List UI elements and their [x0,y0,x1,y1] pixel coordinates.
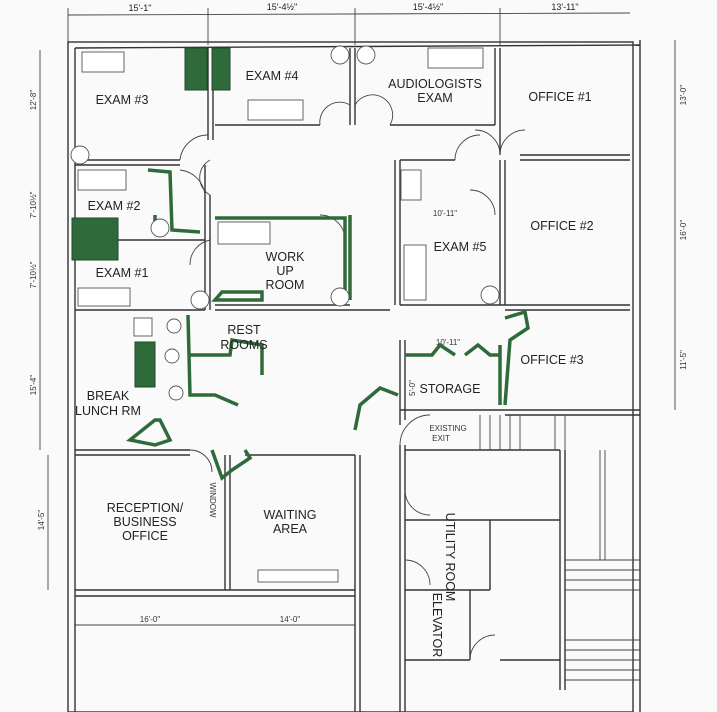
label-work-3: ROOM [266,278,305,292]
label-exam-3: EXAM #3 [96,93,149,107]
label-reception-2: BUSINESS [113,515,176,529]
label-storage: STORAGE [420,382,481,396]
room-labels: EXAM #3 EXAM #4 AUDIOLOGISTS EXAM OFFICE… [75,69,594,657]
dimension-labels: 15'-1" 15'-4½" 15'-4½" 13'-11" 12'-8" 7'… [29,2,688,624]
dim-bottom-2: 14'-0" [280,615,301,624]
dim-left-2: 7'-10½" [29,191,38,218]
label-exit-2: EXIT [432,434,450,443]
label-restrooms-2: ROOMS [220,338,267,352]
label-work-2: UP [276,264,293,278]
dim-left-4: 15'-4" [29,375,38,396]
label-exit-1: EXISTING [429,424,466,433]
label-office-3: OFFICE #3 [520,353,583,367]
dim-left-1: 12'-8" [29,90,38,111]
dim-top-4: 13'-11" [551,2,578,12]
label-exam-4: EXAM #4 [246,69,299,83]
label-audiologists-2: EXAM [417,91,452,105]
label-window: WINDOW [208,482,217,518]
label-restrooms-1: REST [227,323,261,337]
dim-right-3: 11'-5" [679,350,688,370]
exterior-walls [67,40,641,712]
label-office-1: OFFICE #1 [528,90,591,104]
dim-top-2: 15'-4½" [267,2,297,12]
label-waiting-1: WAITING [263,508,316,522]
label-audiologists-1: AUDIOLOGISTS [388,77,482,91]
label-break-2: LUNCH RM [75,404,141,418]
label-reception-3: OFFICE [122,529,168,543]
dim-right-2: 16'-0" [679,220,688,241]
interior-walls [75,48,640,712]
stairs [479,415,640,681]
dim-top-1: 15'-1" [129,3,152,13]
dimension-lines [39,8,676,626]
label-work-1: WORK [266,250,306,264]
label-exam-1: EXAM #1 [96,266,149,280]
fixtures [70,45,500,583]
label-exam-2: EXAM #2 [88,199,141,213]
doors[interactable] [179,94,526,661]
dim-bottom-1: 16'-0" [140,615,161,624]
dim-storage-depth: 5'-0" [408,380,417,396]
new-construction-walls [71,47,530,481]
label-office-2: OFFICE #2 [530,219,593,233]
label-utility-room: UTILITY ROOM [443,513,457,602]
dim-left-3: 7'-10½" [29,261,38,288]
label-elevator: ELEVATOR [430,593,444,658]
label-waiting-2: AREA [273,522,308,536]
dim-top-3: 15'-4½" [413,2,443,12]
label-exam-5: EXAM #5 [434,240,487,254]
label-reception-1: RECEPTION/ [107,501,184,515]
dim-exam5-width: 10'-11" [433,209,457,218]
dim-left-5: 14'-5" [37,510,46,531]
dim-storage-width: 10'-11" [436,338,460,347]
dim-right-1: 13'-0" [679,85,688,106]
label-break-1: BREAK [87,389,130,403]
